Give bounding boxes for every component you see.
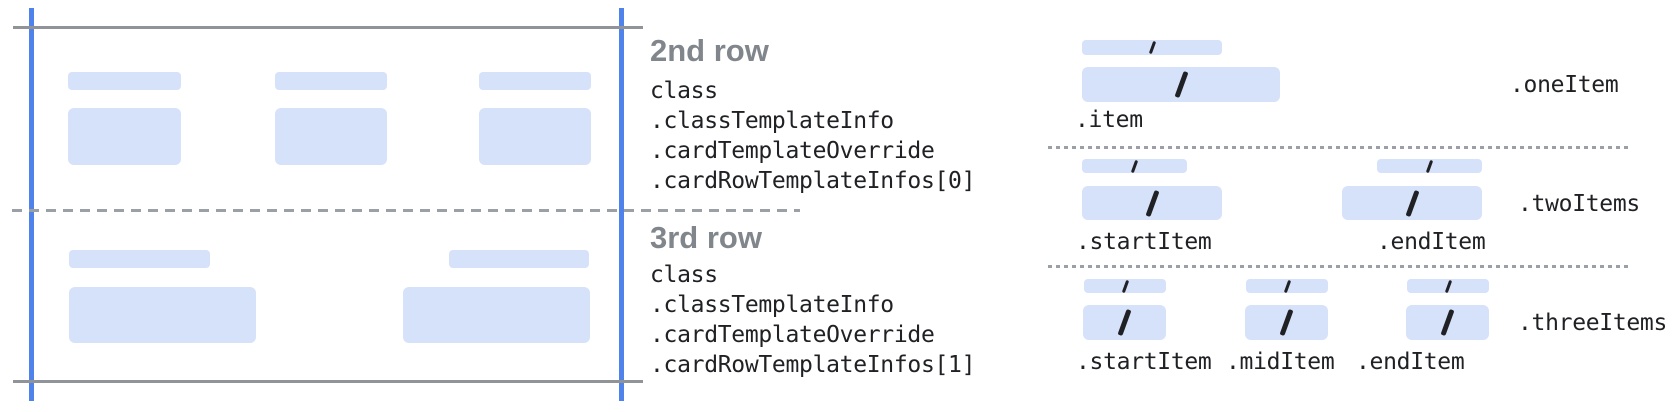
template-name-label: .oneItem xyxy=(1510,72,1619,98)
field-label-placeholder xyxy=(449,250,589,268)
field-label-placeholder xyxy=(69,250,210,268)
item-label-placeholder xyxy=(1082,159,1187,173)
template-divider-dotted xyxy=(1048,146,1630,149)
item-name-label: .startItem xyxy=(1076,229,1212,255)
template-divider-dotted xyxy=(1048,265,1630,268)
item-name-label: .startItem xyxy=(1076,349,1212,375)
item-value-placeholder xyxy=(1082,67,1280,102)
field-label-placeholder xyxy=(68,72,181,90)
card-boundary-line-bottom xyxy=(13,380,643,383)
item-label-placeholder xyxy=(1246,279,1328,293)
field-label-placeholder xyxy=(479,72,591,90)
item-value-placeholder xyxy=(1083,305,1166,340)
slash-icon xyxy=(1145,189,1159,217)
slash-icon xyxy=(1174,70,1188,99)
code-line: class xyxy=(650,262,718,288)
code-line: class xyxy=(650,78,718,104)
field-value-placeholder xyxy=(68,108,181,165)
item-name-label: .item xyxy=(1075,107,1143,133)
slash-icon xyxy=(1444,279,1452,293)
code-line: .classTemplateInfo xyxy=(650,108,894,134)
slash-icon xyxy=(1283,279,1291,293)
item-name-label: .midItem xyxy=(1226,349,1335,375)
slash-icon xyxy=(1405,189,1419,217)
code-line: .cardRowTemplateInfos[0] xyxy=(650,168,976,194)
item-value-placeholder xyxy=(1082,186,1222,220)
field-value-placeholder xyxy=(403,287,590,343)
field-value-placeholder xyxy=(69,287,256,343)
slash-icon xyxy=(1121,279,1129,293)
item-value-placeholder xyxy=(1342,186,1482,220)
card-boundary-line-top xyxy=(13,26,643,29)
card-edge-line-right xyxy=(619,8,624,401)
row3-heading: 3rd row xyxy=(650,220,762,255)
slash-icon xyxy=(1148,40,1156,55)
item-label-placeholder xyxy=(1407,279,1489,293)
row2-heading: 2nd row xyxy=(650,33,769,68)
slash-icon xyxy=(1279,308,1294,337)
row-divider-dashed xyxy=(12,209,800,212)
item-label-placeholder xyxy=(1082,40,1222,55)
code-line: .classTemplateInfo xyxy=(650,292,894,318)
item-name-label: .endItem xyxy=(1356,349,1465,375)
item-value-placeholder xyxy=(1245,305,1328,340)
code-line: .cardTemplateOverride xyxy=(650,138,935,164)
slash-icon xyxy=(1117,308,1132,337)
template-name-label: .threeItems xyxy=(1518,310,1668,336)
item-name-label: .endItem xyxy=(1377,229,1486,255)
code-line: .cardTemplateOverride xyxy=(650,322,935,348)
row3-code: class .classTemplateInfo .cardTemplateOv… xyxy=(650,260,975,380)
template-name-label: .twoItems xyxy=(1518,191,1640,217)
row2-code: class .classTemplateInfo .cardTemplateOv… xyxy=(650,76,975,196)
item-label-placeholder xyxy=(1377,159,1482,173)
card-edge-line-left xyxy=(29,8,34,401)
item-label-placeholder xyxy=(1084,279,1166,293)
slash-icon xyxy=(1440,308,1455,337)
field-value-placeholder xyxy=(275,108,387,165)
item-value-placeholder xyxy=(1406,305,1489,340)
field-value-placeholder xyxy=(479,108,591,165)
slash-icon xyxy=(1425,159,1434,173)
slash-icon xyxy=(1130,159,1139,173)
code-line: .cardRowTemplateInfos[1] xyxy=(650,352,976,378)
field-label-placeholder xyxy=(275,72,387,90)
